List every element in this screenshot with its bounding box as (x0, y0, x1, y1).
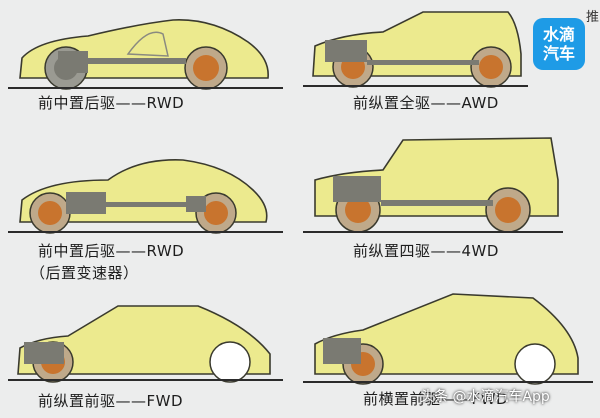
brand-logo-line1: 水滴 (542, 25, 575, 44)
caption-front-mid-rwd-2: 前中置后驱——RWD (38, 242, 185, 260)
car-illustration-sports-coupe (8, 19, 283, 90)
driveshaft (367, 60, 479, 65)
rear-wheel (209, 341, 251, 383)
layout-panel-front-mid-rwd: 前中置后驱——RWD (8, 6, 283, 116)
driver-figure (126, 31, 169, 57)
car-illustration-sedan (8, 305, 283, 383)
car-illustration-suv (303, 137, 563, 233)
rear-transmission (186, 196, 206, 212)
engine (323, 338, 361, 364)
brand-logo-line2: 汽车 (542, 44, 575, 63)
caption-front-transverse-fwd: 前横置前驱——FWD (363, 390, 509, 408)
brand-logo-badge: 水滴 汽车 (533, 18, 585, 70)
driveshaft (86, 58, 186, 64)
cropped-edge-character: 推 (586, 10, 600, 22)
engine (66, 192, 106, 214)
layout-panel-front-longitudinal-4wd: 前纵置四驱——4WD (303, 130, 563, 264)
engine (333, 176, 381, 202)
car-illustration-roadster (8, 159, 283, 234)
caption-front-longitudinal-4wd: 前纵置四驱——4WD (353, 242, 499, 260)
layout-panel-front-longitudinal-fwd: 前纵置前驱——FWD (8, 296, 283, 414)
car-illustration-wagon (303, 11, 528, 88)
car-illustration-hatchback (303, 293, 593, 385)
layout-panel-front-longitudinal-awd: 前纵置全驱——AWD (303, 4, 528, 116)
engine (325, 40, 367, 62)
driveshaft (381, 200, 493, 206)
caption-front-mid-rwd: 前中置后驱——RWD (38, 94, 185, 112)
source-watermark: 头条 @水滴汽车App (420, 389, 550, 405)
layout-panel-front-transverse-fwd: 前横置前驱——FWD (303, 288, 593, 414)
engine (58, 51, 88, 73)
layout-panel-front-mid-rwd-rear-transmission: 前中置后驱——RWD （后置变速器） (8, 152, 283, 288)
rear-wheel (514, 343, 556, 385)
engine (24, 342, 64, 364)
caption-front-longitudinal-awd: 前纵置全驱——AWD (353, 94, 499, 112)
caption-front-longitudinal-fwd: 前纵置前驱——FWD (38, 392, 184, 410)
driveshaft (106, 202, 186, 207)
caption-rear-transmission-note: （后置变速器） (30, 264, 139, 282)
